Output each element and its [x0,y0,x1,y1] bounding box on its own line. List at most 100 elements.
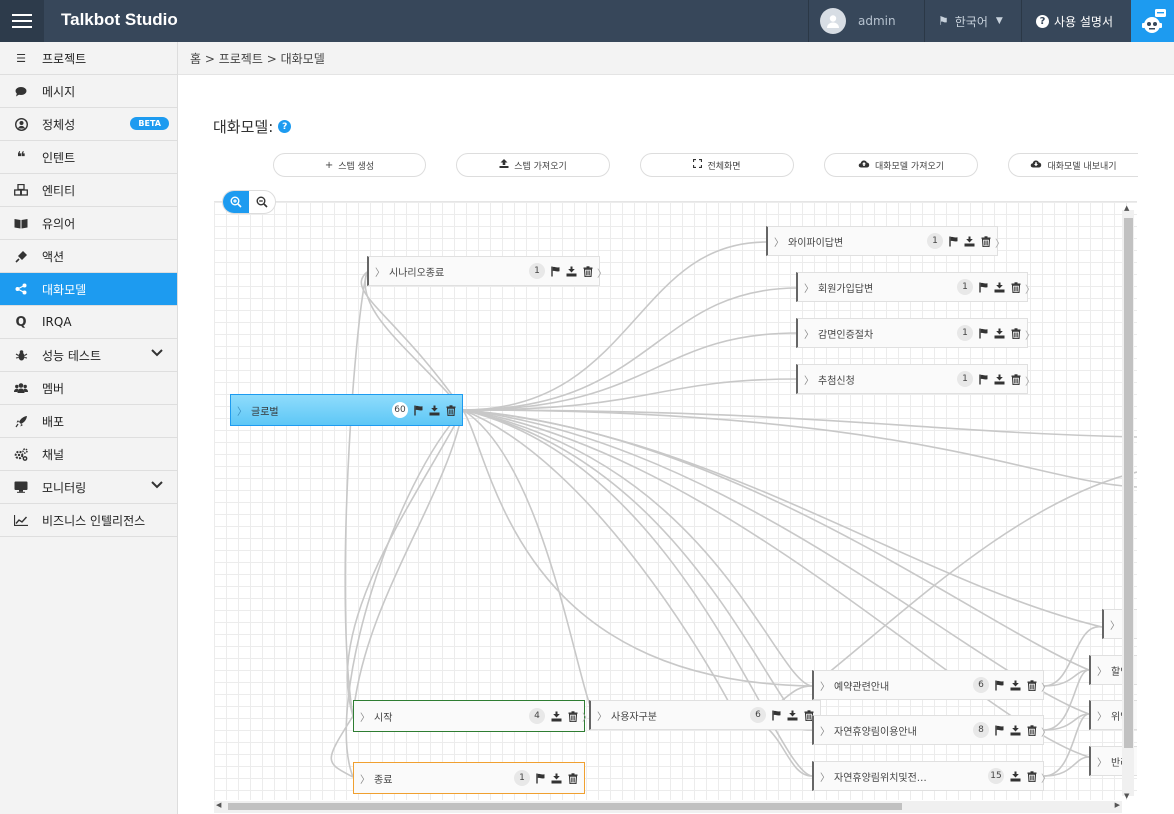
edge [1043,669,1090,731]
sidebar-item-action[interactable]: 액션 [0,240,177,273]
import-model-button[interactable]: 대화모델 가져오기 [824,153,978,177]
connector-arrow-icon: 〉 [1025,285,1035,296]
step-label: 예약관련안내 [834,681,890,693]
sidebar-item-member[interactable]: 멤버 [0,372,177,405]
download-icon[interactable] [551,773,562,784]
chevron-right-icon: 〉 [1097,711,1107,723]
scroll-left-icon[interactable]: ◀ [216,801,222,809]
flag-icon[interactable] [536,773,545,784]
download-icon[interactable] [787,710,798,721]
download-icon[interactable] [429,405,440,416]
download-icon[interactable] [551,711,562,722]
download-icon[interactable] [566,266,577,277]
flag-icon[interactable] [979,328,988,339]
breadcrumb[interactable]: 홈 > 프로젝트 > 대화모델 [190,51,325,66]
help-link[interactable]: ? 사용 설명서 [1021,0,1132,42]
trash-icon[interactable] [1011,281,1021,293]
flag-icon[interactable] [979,374,988,385]
create-step-button[interactable]: + 스텝 생성 [273,153,426,177]
trash-icon[interactable] [568,710,578,722]
flag-icon: ⚑ [938,14,949,28]
sidebar-item-irqa[interactable]: Q IRQA [0,306,177,339]
trash-icon[interactable] [583,265,593,277]
flag-icon[interactable] [414,405,423,416]
step-node-user-type[interactable]: 〉 사용자구분 6 [589,700,821,730]
sidebar-item-intent[interactable]: ❝ 인텐트 [0,141,177,174]
help-icon[interactable]: ? [278,120,292,133]
step-node-wifi[interactable]: 〉 와이파이답변 1 〉 [766,226,1005,256]
step-node-forest-location[interactable]: 〉 자연휴양림위치및전… 15 〉 [812,761,1051,791]
expand-icon [693,158,703,171]
sidebar-item-performance-test[interactable]: 성능 테스트 [0,339,177,372]
sidebar-item-synonym[interactable]: 유의어 [0,207,177,240]
flag-icon[interactable] [979,282,988,293]
sidebar-item-project[interactable]: ☰ 프로젝트 [0,42,177,75]
scroll-up-icon[interactable]: ▲ [1124,204,1130,212]
zoom-out-button[interactable] [249,191,275,213]
chatbot-button[interactable] [1131,0,1174,42]
sidebar-item-identity[interactable]: 정체성 BETA [0,108,177,141]
desktop-icon [14,480,28,494]
zoom-in-icon [230,196,242,208]
step-node-signup[interactable]: 〉 회원가입답변 1 〉 [796,272,1035,302]
download-icon[interactable] [1010,725,1021,736]
sidebar-item-message[interactable]: 메시지 [0,75,177,108]
edge [346,409,464,717]
sidebar-item-deploy[interactable]: 배포 [0,405,177,438]
download-icon[interactable] [994,374,1005,385]
step-node-lottery[interactable]: 〉 추첨신청 1 〉 [796,364,1035,394]
import-step-button[interactable]: 스텝 가져오기 [456,153,610,177]
download-icon[interactable] [1010,771,1021,782]
trash-icon[interactable] [568,772,578,784]
flag-icon[interactable] [949,236,958,247]
trash-icon[interactable] [1011,327,1021,339]
connector-arrow-icon: 〉 [597,269,607,280]
horizontal-scrollbar[interactable]: ◀ ▶ [214,801,1122,813]
flag-icon[interactable] [772,710,781,721]
trash-icon[interactable] [1011,373,1021,385]
download-icon[interactable] [964,236,975,247]
chevron-right-icon: 〉 [820,681,830,693]
chevron-right-icon: 〉 [804,283,814,295]
scroll-down-icon[interactable]: ▼ [1124,792,1130,800]
download-icon[interactable] [994,282,1005,293]
export-model-button[interactable]: 대화모델 내보내기 [1008,153,1138,177]
step-node-start[interactable]: 〉 시작 4 〉 [353,700,592,732]
step-label: 반려 [1111,757,1130,769]
scroll-right-icon[interactable]: ▶ [1114,801,1120,809]
step-node-scenario-end[interactable]: 〉 시나리오종료 1 〉 [367,256,607,286]
trash-icon[interactable] [446,404,456,416]
download-icon[interactable] [1010,680,1021,691]
step-count: 4 [529,708,545,724]
step-count: 1 [927,233,943,249]
trash-icon[interactable] [1027,724,1037,736]
fullscreen-button[interactable]: 전체화면 [640,153,794,177]
menu-toggle-button[interactable] [0,0,44,42]
top-bar: Talkbot Studio admin ⚑ 한국어 ▼ ? 사용 설명서 [0,0,1174,42]
vertical-scrollbar[interactable]: ▲ ▼ [1122,204,1134,800]
scrollbar-thumb[interactable] [228,803,902,810]
flag-icon[interactable] [995,680,1004,691]
trash-icon[interactable] [981,235,991,247]
trash-icon[interactable] [1027,770,1037,782]
step-node-reservation[interactable]: 〉 예약관련안내 6 〉 [812,670,1051,700]
step-label: 와이파이답변 [788,237,844,249]
scrollbar-thumb[interactable] [1124,218,1133,748]
step-node-auth[interactable]: 〉 감면인증절차 1 〉 [796,318,1035,348]
sidebar-item-entity[interactable]: 엔티티 [0,174,177,207]
sidebar-item-monitoring[interactable]: 모니터링 [0,471,177,504]
download-icon[interactable] [994,328,1005,339]
dialog-model-canvas[interactable]: 〉 와이파이답변 1 〉 〉 시나리오종료 1 〉 〉 회원가입답변 1 [214,201,1137,800]
step-node-forest-use[interactable]: 〉 자연휴양림이용안내 8 〉 [812,715,1051,745]
flag-icon[interactable] [551,266,560,277]
zoom-in-button[interactable] [223,191,249,213]
sidebar-item-dialog-model[interactable]: 대화모델 [0,273,177,306]
sidebar-item-channel[interactable]: 채널 [0,438,177,471]
trash-icon[interactable] [1027,679,1037,691]
language-selector[interactable]: ⚑ 한국어 ▼ [924,0,1022,42]
sidebar-item-business-intelligence[interactable]: 비즈니스 인텔리전스 [0,504,177,537]
user-menu[interactable]: admin [808,0,925,42]
flag-icon[interactable] [995,725,1004,736]
step-node-global[interactable]: 〉 글로벌 60 [230,394,463,426]
step-node-end[interactable]: 〉 종료 1 [353,762,585,794]
